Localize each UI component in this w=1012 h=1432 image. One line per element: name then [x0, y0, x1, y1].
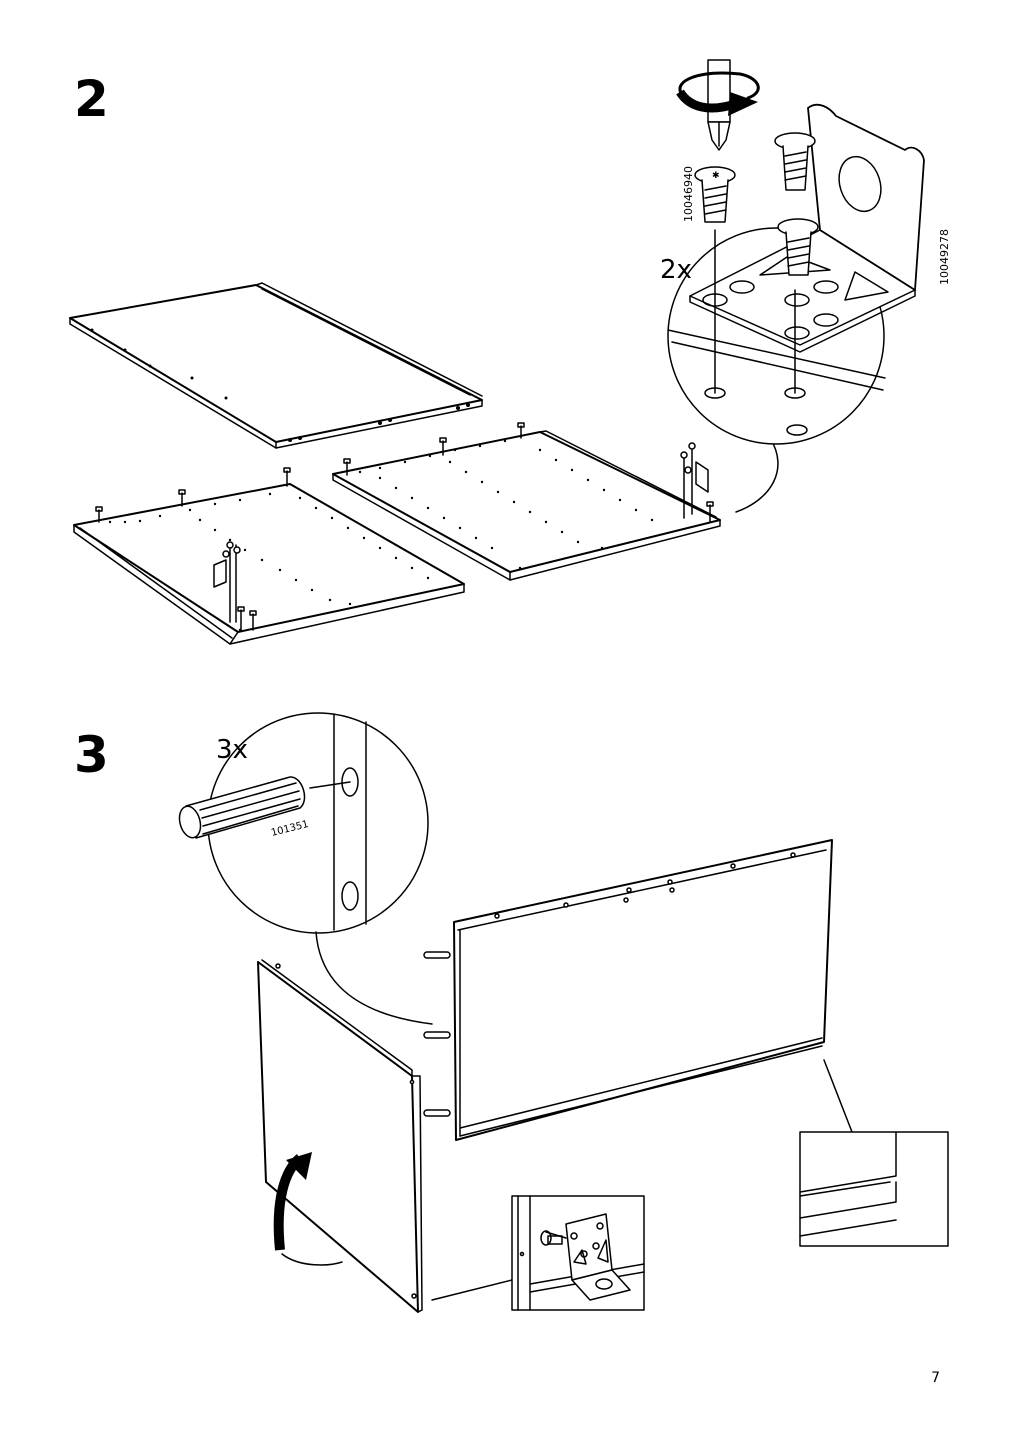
shelf-bracket-left: [213, 541, 241, 623]
side-panel-right: [332, 422, 721, 581]
top-panel: [69, 282, 483, 449]
part-number-bracket: 10049278: [938, 229, 951, 285]
shelf-bracket-right: [680, 442, 709, 519]
rotate-arrow-icon: [676, 71, 760, 116]
side-panel-rotating: [257, 959, 423, 1313]
screw-icon: ✱: [694, 166, 736, 223]
screw-icon: [777, 218, 819, 276]
step-number-2: 2: [74, 70, 109, 128]
wooden-dowel-icon: [178, 776, 306, 839]
side-panel-left: [73, 467, 465, 645]
svg-text:✱: ✱: [712, 171, 720, 181]
back-panel: [423, 839, 833, 1141]
screw-icon: [774, 132, 816, 191]
part-number-screw: 10046940: [682, 166, 695, 222]
quantity-label-2x: 2x: [660, 255, 692, 285]
step-number-3: 3: [74, 726, 109, 784]
page-number: 7: [931, 1370, 940, 1386]
angle-bracket: [807, 103, 925, 291]
rotate-arrow-icon: [273, 1152, 343, 1266]
detail-box-bracket: [431, 1195, 645, 1311]
quantity-label-3x: 3x: [216, 735, 248, 765]
detail-box-edge: [799, 1059, 949, 1247]
